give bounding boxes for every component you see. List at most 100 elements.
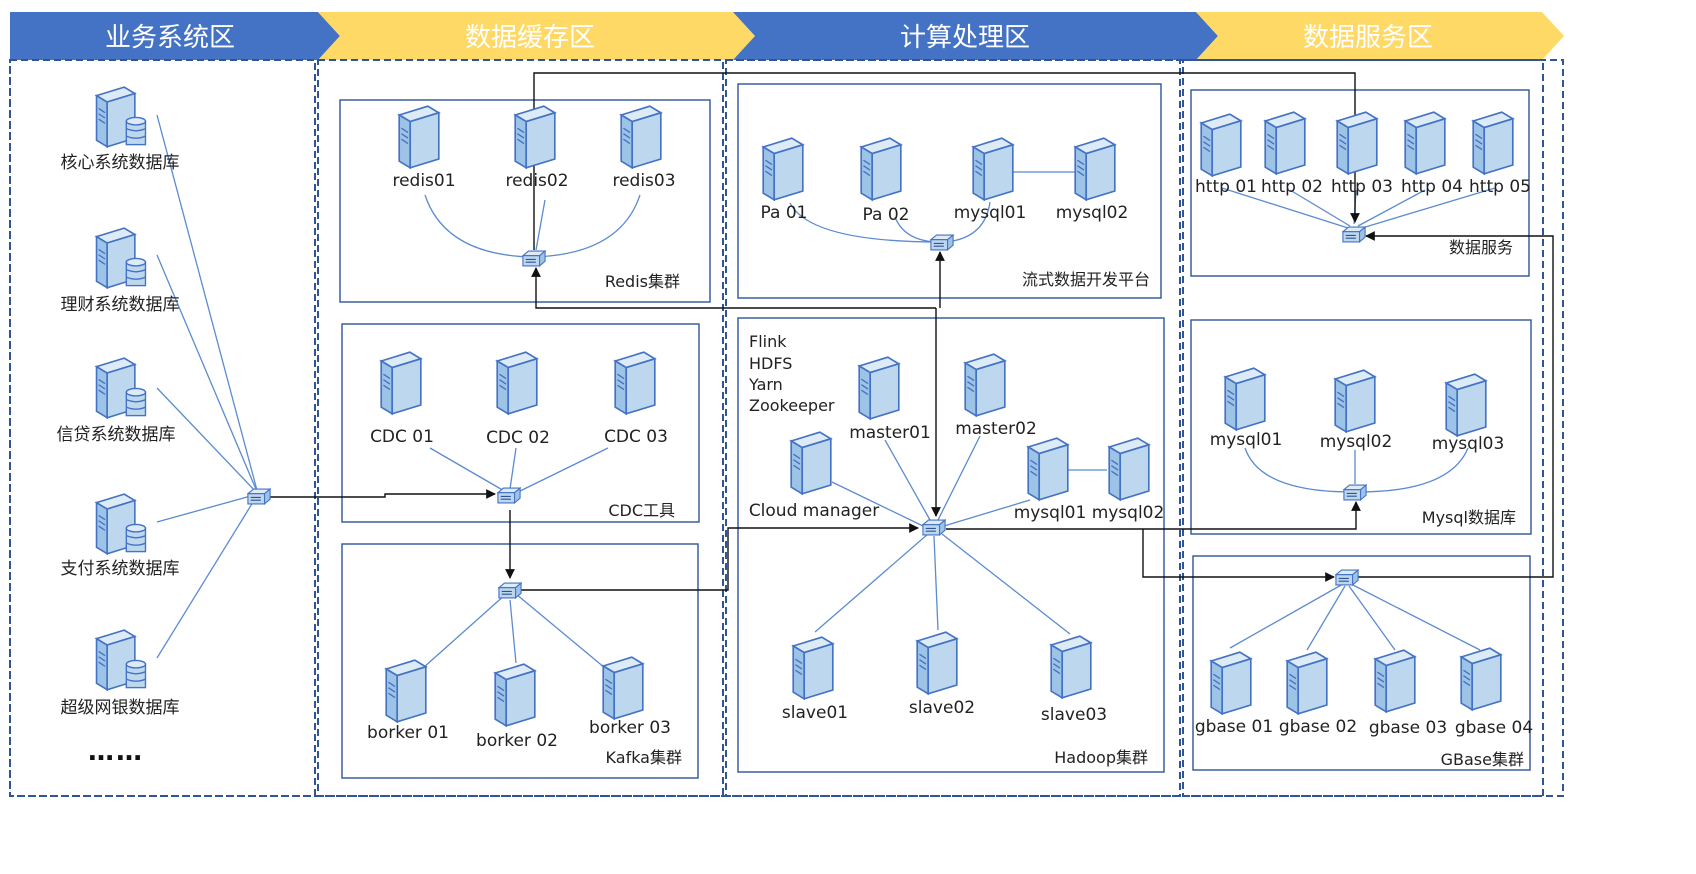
server-icon [1334,369,1376,433]
group-box-hadoop [737,317,1165,773]
db-label-ebank: 超级网银数据库 [61,698,180,718]
server-icon [496,351,538,415]
server-icon [858,356,900,420]
group-label-gbase: GBase集群 [1441,750,1524,769]
switch-icon [1342,226,1366,243]
group-label-kafka: Kafka集群 [606,748,682,767]
server-icon [614,351,656,415]
conn-credit-db [156,387,259,495]
group-box-mysql [1190,319,1532,535]
conn-slave02 [933,535,939,631]
server-icon [1460,647,1502,711]
conn-kafka02 [509,599,517,664]
http-group: http 01 http 02 http 03 http 04 http 05 … [1195,111,1531,257]
server-icon [1264,111,1306,175]
server-icon [1472,111,1514,175]
zone-headers: 业务系统区 数据缓存区 计算处理区 数据服务区 [10,12,1564,60]
node-label-stream-mysql02: mysql02 [1056,203,1129,223]
switch-icon [522,250,546,267]
conn-kafka03 [515,593,606,669]
node-label-pa01: Pa 01 [761,203,808,223]
db-label-credit: 信贷系统数据库 [57,425,176,445]
server-icon [380,351,422,415]
node-label-http05: http 05 [1469,177,1531,197]
zone-title-cache: 数据缓存区 [465,23,595,53]
conn-redis-arc-left [424,194,533,258]
group-box-gbase [1192,555,1531,771]
server-icon [494,663,536,727]
node-label-http04: http 04 [1401,177,1463,197]
node-label-master01: master01 [849,423,931,443]
node-label-hadoop-mysql01: mysql01 [1014,503,1087,523]
gbase-group: gbase 01 gbase 02 gbase 03 gbase 04 GBas… [1195,569,1533,769]
zone-title-compute: 计算处理区 [900,23,1030,53]
conn-redis-arc-right [531,194,641,258]
server-icon [1445,373,1487,437]
zone-header-compute-shape [733,12,1218,60]
server-icon [790,431,832,495]
db-label-core: 核心系统数据库 [61,153,180,173]
conn-cdc02 [509,447,517,490]
node-label-slave02: slave02 [909,698,975,718]
conn-master02 [937,435,981,521]
node-label-redis02: redis02 [505,171,568,191]
stream-group: Pa 01 Pa 02 mysql01 mysql02 流式数据开发平台 [761,137,1150,289]
switch-icon [1343,484,1367,501]
group-box-kafka [341,543,699,779]
conn-mysql-arc-right [1357,447,1469,493]
server-icon [964,353,1006,417]
conn-cdc01 [429,447,507,493]
node-label-gbase03: gbase 03 [1369,718,1447,738]
conn-pa01 [789,202,941,243]
node-label-gbase01: gbase 01 [1195,717,1273,737]
flow-hadoop-to-mysql [946,501,1361,530]
database-server-icon [95,357,147,419]
server-icon [602,656,644,720]
conn-gbase02 [1306,585,1346,651]
flow-business-to-cdc [270,489,496,499]
group-label-redis: Redis集群 [605,272,680,291]
cdc-group: CDC 01 CDC 02 CDC 03 CDC工具 [370,351,675,520]
server-icon [1074,137,1116,201]
conn-master01 [884,439,931,521]
node-label-pa02: Pa 02 [863,205,910,225]
node-label-master02: master02 [955,419,1037,439]
server-icon [972,137,1014,201]
server-icon [1404,111,1446,175]
node-label-mysql02: mysql02 [1320,432,1393,452]
mysql-group: mysql01 mysql02 mysql03 Mysql数据库 [1210,367,1516,527]
zone-border-compute [725,59,1181,797]
server-icon [1200,113,1242,177]
group-label-mysql: Mysql数据库 [1422,508,1516,527]
conn-redis02 [535,199,546,251]
server-icon [792,636,834,700]
group-box-stream [737,83,1162,299]
server-icon [1027,437,1069,501]
conn-ebank-db [156,493,259,659]
flow-kafka-to-hadoop [520,523,919,591]
more-databases-ellipsis: …… [88,737,144,767]
conn-cloud-manager [831,481,926,528]
node-label-mysql01: mysql01 [1210,430,1283,450]
database-server-icon [95,629,147,691]
database-server-icon [95,227,147,289]
server-icon [1224,367,1266,431]
server-icon [1108,437,1150,501]
node-label-slave03: slave03 [1041,705,1107,725]
conn-http04 [1357,189,1426,227]
group-box-http [1190,89,1530,277]
node-label-hadoop-mysql02: mysql02 [1092,503,1165,523]
server-icon [385,659,427,723]
hadoop-service-zookeeper: Zookeeper [749,396,835,415]
business-zone: 核心系统数据库 理财系统数据库 信贷系统数据库 支付系统数据库 超级网银数据库 … [57,86,271,767]
node-label-cdc03: CDC 03 [604,427,668,447]
node-label-cloud-manager: Cloud manager [749,501,879,521]
redis-group: redis01 redis02 redis03 Redis集群 [392,105,680,291]
conn-gbase03 [1348,585,1396,651]
zone-title-service: 数据服务区 [1303,23,1433,53]
conn-gbase01 [1229,583,1344,649]
node-label-cdc02: CDC 02 [486,428,550,448]
switch-icon [497,487,521,504]
node-label-http02: http 02 [1261,177,1323,197]
